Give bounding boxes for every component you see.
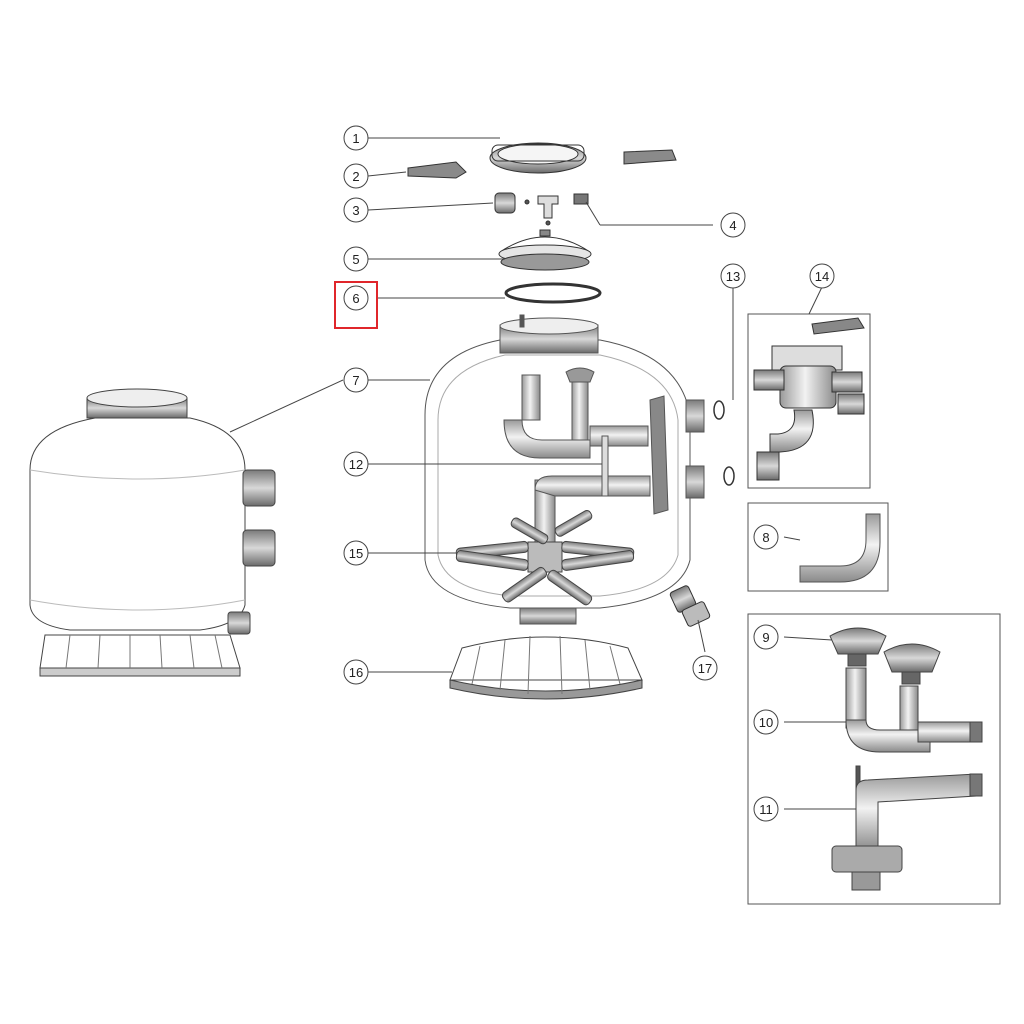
detail-box-valve xyxy=(747,313,871,489)
svg-text:8: 8 xyxy=(762,530,769,545)
detail-box-elbow xyxy=(747,502,889,592)
callout-4: 4 xyxy=(720,212,746,238)
detail-box-collectors xyxy=(747,613,1001,905)
svg-text:9: 9 xyxy=(762,630,769,645)
lateral-hub xyxy=(455,510,635,606)
tank-base xyxy=(449,635,643,700)
callout-9: 9 xyxy=(753,624,779,650)
callout-16: 16 xyxy=(343,659,369,685)
svg-text:14: 14 xyxy=(815,269,829,284)
clamp-handles xyxy=(407,149,677,179)
lid-o-ring xyxy=(504,282,602,304)
svg-text:4: 4 xyxy=(729,218,736,233)
svg-text:15: 15 xyxy=(349,546,363,561)
svg-text:6: 6 xyxy=(352,291,359,306)
callout-6: 6 xyxy=(343,285,369,311)
callout-10: 10 xyxy=(753,709,779,735)
closure-ring xyxy=(489,142,587,174)
internal-collector-pipes xyxy=(503,367,669,551)
tank-lid xyxy=(498,229,592,271)
pressure-gauge-assembly xyxy=(494,192,589,226)
callout-7: 7 xyxy=(343,367,369,393)
svg-text:2: 2 xyxy=(352,169,359,184)
port-o-rings xyxy=(713,400,735,486)
callout-2: 2 xyxy=(343,163,369,189)
leader-lines xyxy=(229,137,856,810)
callout-13: 13 xyxy=(720,263,746,289)
svg-text:5: 5 xyxy=(352,252,359,267)
tank-body xyxy=(424,314,705,625)
svg-text:7: 7 xyxy=(352,373,359,388)
assembled-filter-tank xyxy=(29,388,276,677)
svg-text:10: 10 xyxy=(759,715,773,730)
callouts: 1 2 3 4 5 6 7 12 15 16 17 13 14 8 9 10 1… xyxy=(343,125,835,822)
callout-5: 5 xyxy=(343,246,369,272)
svg-text:3: 3 xyxy=(352,203,359,218)
highlight-box xyxy=(334,281,378,329)
svg-text:1: 1 xyxy=(352,131,359,146)
callout-3: 3 xyxy=(343,197,369,223)
callout-14: 14 xyxy=(809,263,835,289)
callout-12: 12 xyxy=(343,451,369,477)
callout-8: 8 xyxy=(753,524,779,550)
callout-1: 1 xyxy=(343,125,369,151)
svg-text:17: 17 xyxy=(698,661,712,676)
drain-plug xyxy=(669,585,711,627)
svg-text:11: 11 xyxy=(759,802,773,817)
svg-text:16: 16 xyxy=(349,665,363,680)
svg-text:12: 12 xyxy=(349,457,363,472)
callout-15: 15 xyxy=(343,540,369,566)
callout-17: 17 xyxy=(692,655,718,681)
svg-text:13: 13 xyxy=(726,269,740,284)
callout-11: 11 xyxy=(753,796,779,822)
